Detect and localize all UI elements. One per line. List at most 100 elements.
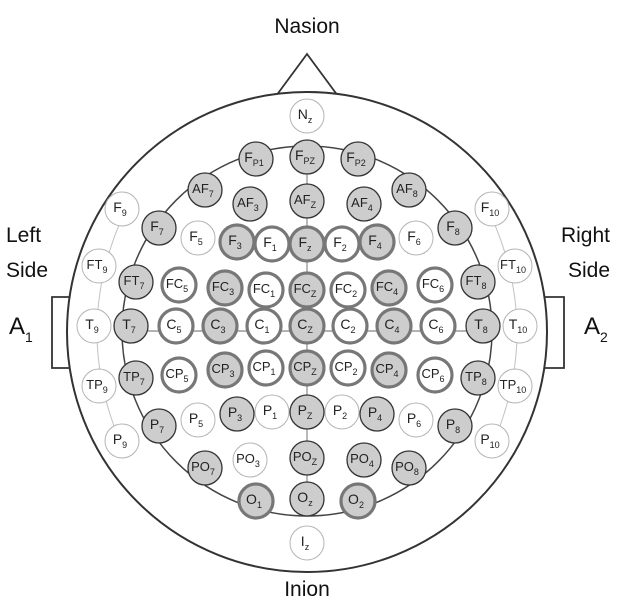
- electrode-fc2: FC2: [331, 273, 365, 307]
- electrode-fp1-label-subscript: P1: [253, 158, 264, 168]
- electrode-iz-label-subscript: z: [305, 542, 310, 552]
- electrode-iz: Iz: [290, 526, 324, 560]
- electrode-f9-label-base: F: [113, 199, 122, 215]
- electrode-ft7: FT7: [119, 265, 153, 299]
- electrode-f7: F7: [142, 211, 176, 245]
- electrode-p6: P6: [399, 403, 433, 437]
- electrode-f8-label-subscript: 8: [455, 227, 460, 237]
- electrode-c2: C2: [333, 309, 367, 343]
- electrode-cz-label-base: C: [297, 316, 307, 332]
- electrode-cp2-label-subscript: 2: [353, 367, 358, 377]
- electrode-fc6-label-subscript: 6: [439, 284, 444, 294]
- electrode-o2: O2: [341, 484, 375, 518]
- electrode-tp8-label-base: TP: [465, 369, 482, 384]
- electrode-f7-label-subscript: 7: [159, 227, 164, 237]
- electrode-cp6-label-subscript: 6: [440, 374, 445, 384]
- electrode-fp2-label-subscript: P2: [355, 158, 366, 168]
- electrode-f6-label-base: F: [407, 228, 416, 244]
- electrode-ft8-label-base: FT: [466, 273, 482, 288]
- electrode-fcz: FCZ: [290, 273, 324, 307]
- electrode-fc3: FC3: [208, 271, 242, 305]
- electrode-cp1-label-base: CP: [252, 359, 270, 374]
- electrode-cp3-label-base: CP: [211, 361, 229, 376]
- electrode-fp1-label-base: F: [244, 149, 253, 165]
- electrode-p5-label-subscript: 5: [198, 419, 203, 429]
- electrode-p10: P10: [475, 424, 509, 458]
- a2-label: A2: [584, 313, 608, 345]
- electrode-c3-label-subscript: 3: [221, 325, 226, 335]
- electrode-f2-label-base: F: [333, 234, 342, 250]
- electrode-f1-label-base: F: [263, 234, 272, 250]
- electrode-po8-label-base: PO: [395, 459, 414, 474]
- a2-label-base: A: [584, 313, 600, 340]
- electrode-nz: Nz: [290, 99, 324, 133]
- electrode-p6-label-base: P: [407, 410, 416, 426]
- electrode-c1-label-subscript: 1: [265, 325, 270, 335]
- electrode-p2-label-base: P: [333, 402, 342, 418]
- electrode-f8-label-base: F: [446, 218, 455, 234]
- electrode-fc5-label-base: FC: [166, 276, 183, 291]
- electrode-afz-label-base: AF: [294, 192, 311, 207]
- electrode-p10-label-base: P: [480, 431, 489, 447]
- electrode-p5-label-base: P: [189, 410, 198, 426]
- electrode-p8-label-base: P: [446, 416, 455, 432]
- electrode-af8-label-base: AF: [396, 181, 413, 196]
- electrode-cp3-label-subscript: 3: [230, 369, 235, 379]
- electrode-f9-label-subscript: 9: [122, 208, 127, 218]
- left-side-label-line2: Side: [6, 259, 48, 282]
- electrode-ft9-label-base: FT: [87, 257, 103, 272]
- electrode-ft7-label-subscript: 7: [139, 281, 144, 291]
- electrode-p8: P8: [438, 409, 472, 443]
- electrode-fc2-label-base: FC: [335, 281, 352, 296]
- electrode-c2-label-subscript: 2: [351, 325, 356, 335]
- electrode-c4-label-subscript: 4: [395, 325, 400, 335]
- left-side-label-line1: Left: [6, 224, 41, 247]
- electrode-t9: T9: [77, 309, 111, 343]
- electrode-p9-label-subscript: 9: [122, 440, 127, 450]
- electrode-c2-label-base: C: [340, 316, 350, 332]
- electrode-f9: F9: [105, 192, 139, 226]
- electrode-ft8: FT8: [461, 265, 495, 299]
- electrode-cp4-label-base: CP: [375, 361, 393, 376]
- electrode-p10-label-subscript: 10: [490, 440, 500, 450]
- electrode-cp3: CP3: [208, 353, 242, 387]
- electrode-po8-label-subscript: 8: [414, 467, 419, 477]
- electrode-f6-label-subscript: 6: [416, 237, 421, 247]
- electrode-c1: C1: [247, 309, 281, 343]
- electrode-af4-label-base: AF: [351, 195, 368, 210]
- electrode-o2-label-base: O: [348, 491, 359, 507]
- electrode-t9-label-subscript: 9: [94, 325, 99, 335]
- electrode-fc1-label-base: FC: [253, 281, 270, 296]
- electrode-p8-label-subscript: 8: [455, 425, 460, 435]
- electrode-p5: P5: [181, 403, 215, 437]
- electrode-pz-label-subscript: Z: [307, 411, 313, 421]
- electrode-f4-label-base: F: [368, 232, 377, 248]
- electrode-po4-label-subscript: 4: [369, 459, 374, 469]
- electrode-po4-label-base: PO: [350, 451, 369, 466]
- electrode-fc6: FC6: [418, 268, 452, 302]
- electrode-cp6: CP6: [418, 358, 452, 392]
- electrode-c5: C5: [159, 309, 193, 343]
- electrode-fc1: FC1: [249, 273, 283, 307]
- electrode-f5: F5: [181, 221, 215, 255]
- electrode-p7-label-base: P: [150, 416, 159, 432]
- electrode-c3: C3: [203, 309, 237, 343]
- electrode-ft7-label-base: FT: [124, 273, 140, 288]
- electrode-p3: P3: [220, 397, 254, 431]
- a1-label-base: A: [9, 313, 25, 340]
- electrode-ft8-label-subscript: 8: [481, 281, 486, 291]
- electrode-fc4: FC4: [372, 271, 406, 305]
- electrode-af4-label-subscript: 4: [368, 203, 373, 213]
- electrode-f1: F1: [255, 227, 289, 261]
- electrode-poz: POZ: [290, 441, 324, 475]
- electrode-cp1-label-subscript: 1: [271, 367, 276, 377]
- electrode-oz-label-subscript: z: [308, 498, 313, 508]
- electrode-pz-label-base: P: [298, 402, 307, 418]
- electrode-tp9-label-base: TP: [86, 377, 103, 392]
- electrode-f4-label-subscript: 4: [377, 241, 382, 251]
- electrode-fc2-label-subscript: 2: [352, 289, 357, 299]
- a1-label-subscript: 1: [25, 329, 33, 345]
- electrode-fc6-label-base: FC: [422, 276, 439, 291]
- electrode-o1-label-base: O: [246, 491, 257, 507]
